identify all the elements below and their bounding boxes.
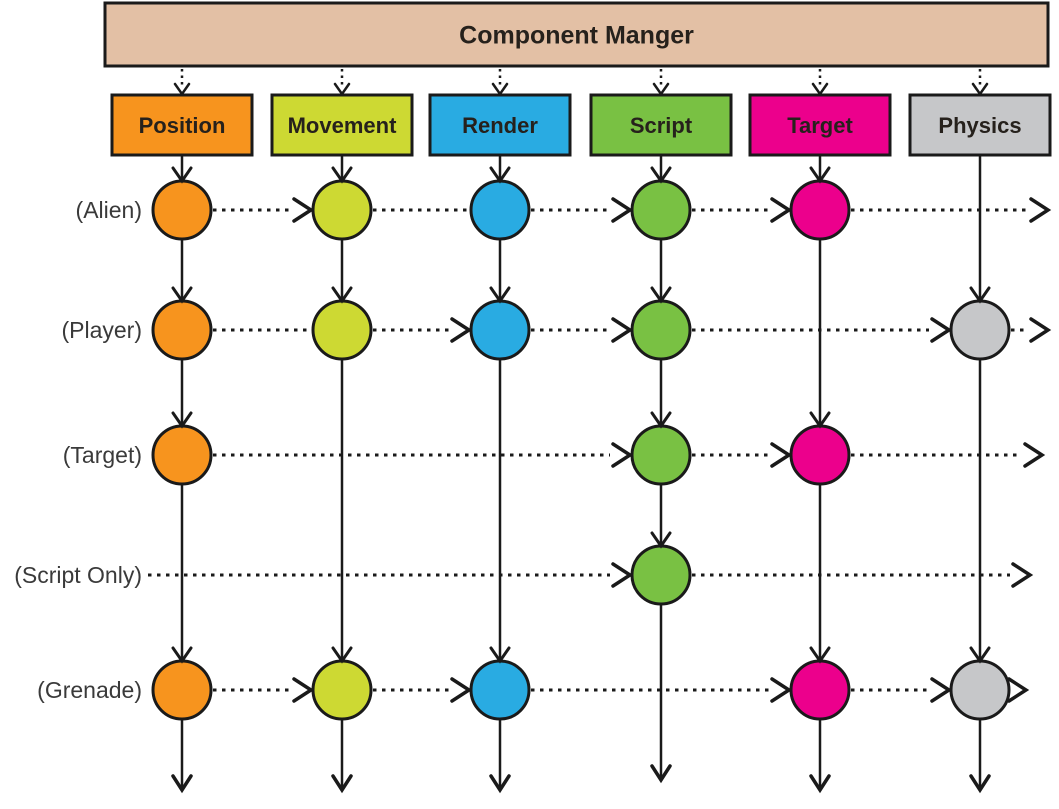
node-entry-arrowhead-render: [489, 166, 511, 184]
render-column-arrowhead-bottom: [489, 774, 511, 794]
node-entry-arrowhead-render: [489, 286, 511, 304]
node-entry-arrowhead-position: [171, 646, 193, 664]
node-entry-arrowhead-target: [809, 166, 831, 184]
component-nodes-layer: [151, 166, 1011, 721]
node-entry-arrowhead-physics: [969, 286, 991, 304]
row-arrowhead-end-3: [1011, 562, 1034, 588]
position-column-arrowhead-bottom: [171, 774, 193, 794]
banner-layer: Component Manger: [103, 1, 1050, 68]
node-target-target: [789, 424, 851, 486]
row-arrowhead-into-script: [611, 562, 634, 588]
component-manager-banner: [103, 1, 1050, 68]
node-player-render: [469, 299, 531, 361]
row-arrowhead-into-target: [770, 677, 793, 703]
node-entry-arrowhead-movement: [331, 286, 353, 304]
column-lines-layer: [171, 155, 991, 794]
movement-banner-connector-arrowhead: [333, 82, 351, 97]
target-column-arrowhead-bottom: [809, 774, 831, 794]
node-entry-arrowhead-movement: [331, 166, 353, 184]
node-target-script: [630, 424, 692, 486]
component-header-label-physics: Physics: [938, 113, 1021, 138]
row-arrowhead-end-1: [1029, 317, 1052, 343]
entity-rows-layer: [148, 197, 1052, 703]
node-grenade-position: [151, 659, 213, 721]
script-banner-connector-arrowhead: [652, 82, 670, 97]
node-grenade-movement: [311, 659, 373, 721]
row-arrowhead-end-2: [1023, 442, 1046, 468]
entity-labels-layer: (Alien) (Player) (Target) (Script Only) (Gre…: [14, 197, 142, 703]
node-grenade-physics: [949, 659, 1011, 721]
node-entry-arrowhead-position: [171, 166, 193, 184]
node-alien-position: [151, 179, 213, 241]
node-grenade-target: [789, 659, 851, 721]
node-entry-arrowhead-render: [489, 646, 511, 664]
target-banner-connector-arrowhead: [811, 82, 829, 97]
node-alien-render: [469, 179, 531, 241]
node-entry-arrowhead-position: [171, 286, 193, 304]
node-entry-arrowhead-script: [650, 411, 672, 429]
node-player-position: [151, 299, 213, 361]
component-header-label-script: Script: [630, 113, 693, 138]
row-arrowhead-into-physics: [930, 317, 953, 343]
banner-connectors-layer: [173, 69, 989, 97]
node-entry-arrowhead-script: [650, 286, 672, 304]
component-headers-layer: Position Movement Render Script Target Physic…: [110, 93, 1052, 157]
script-column-arrowhead-bottom: [650, 764, 672, 784]
component-header-label-render: Render: [462, 113, 538, 138]
node-entry-arrowhead-movement: [331, 646, 353, 664]
row-arrowhead-into-script: [611, 197, 634, 223]
row-arrowhead-into-script: [611, 442, 634, 468]
physics-banner-connector-arrowhead: [971, 82, 989, 97]
component-header-movement: [270, 93, 414, 157]
node-target-position: [151, 424, 213, 486]
node-entry-arrowhead-script: [650, 531, 672, 549]
row-arrowhead-end-0: [1029, 197, 1052, 223]
node-entry-arrowhead-target: [809, 411, 831, 429]
row-arrowhead-into-target: [770, 442, 793, 468]
node-player-movement: [311, 299, 373, 361]
node-scriptonly-script: [630, 544, 692, 606]
component-header-label-movement: Movement: [288, 113, 397, 138]
component-header-render: [428, 93, 572, 157]
entity-label: (Alien): [76, 197, 142, 223]
row-arrowhead-into-render: [450, 677, 473, 703]
banner-title: Component Manger: [459, 22, 694, 50]
node-grenade-render: [469, 659, 531, 721]
physics-column-arrowhead-bottom: [969, 774, 991, 794]
entity-label: (Script Only): [14, 562, 142, 588]
component-header-position: [110, 93, 254, 157]
component-header-label-target: Target: [787, 113, 853, 138]
component-header-physics: [908, 93, 1052, 157]
entity-label: (Target): [63, 442, 142, 468]
movement-column-arrowhead-bottom: [331, 774, 353, 794]
row-arrowhead-into-script: [611, 317, 634, 343]
component-header-label-position: Position: [139, 113, 226, 138]
node-player-script: [630, 299, 692, 361]
node-alien-movement: [311, 179, 373, 241]
node-entry-arrowhead-position: [171, 411, 193, 429]
node-entry-arrowhead-script: [650, 166, 672, 184]
row-arrowhead-into-physics: [930, 677, 953, 703]
node-player-physics: [949, 299, 1011, 361]
node-alien-script: [630, 179, 692, 241]
row-arrowhead-into-movement: [292, 197, 315, 223]
row-arrowhead-into-render: [450, 317, 473, 343]
row-arrowhead-into-movement: [292, 677, 315, 703]
row-arrowhead-end-4: [1007, 677, 1030, 703]
entity-label: (Player): [61, 317, 142, 343]
render-banner-connector-arrowhead: [491, 82, 509, 97]
component-header-script: [589, 93, 733, 157]
node-alien-target: [789, 179, 851, 241]
entity-label: (Grenade): [37, 677, 142, 703]
node-entry-arrowhead-target: [809, 646, 831, 664]
node-entry-arrowhead-physics: [969, 646, 991, 664]
position-banner-connector-arrowhead: [173, 82, 191, 97]
row-arrowhead-into-target: [770, 197, 793, 223]
component-header-target: [748, 93, 892, 157]
